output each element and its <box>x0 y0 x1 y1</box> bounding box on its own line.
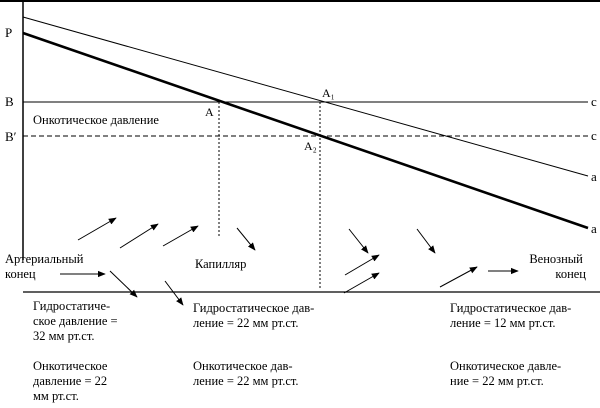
hydrostatic-line-upper <box>22 16 589 177</box>
line-end-label-c-lower: c <box>591 128 597 143</box>
point-label-a: A <box>205 105 214 119</box>
arterial-oncotic-text: Онкотическое давление = 22 мм рт.ст. <box>33 359 111 403</box>
arrow-in-4 <box>109 270 138 298</box>
arrow-out-2 <box>119 223 159 249</box>
capillary-oncotic-text: Онкотическое дав- ление = 22 мм рт.ст. <box>193 359 299 388</box>
capillary-label: Капилляр <box>195 257 246 271</box>
axis-label-b-prime: Bʹ <box>5 129 17 144</box>
venous-oncotic-text: Онкотическое давле- ние = 22 мм рт.ст. <box>450 359 564 388</box>
arrow-in-5 <box>164 280 184 306</box>
arterial-hydrostatic-text: Гидростатиче- ское давление = 32 мм рт.с… <box>33 299 121 343</box>
arrow-out-5 <box>343 272 380 294</box>
arrow-out-1 <box>77 217 117 241</box>
arrow-out-4 <box>344 254 380 276</box>
hydrostatic-line-lower <box>22 31 589 230</box>
line-end-label-a-lower: a <box>591 221 597 236</box>
axis-label-b: B <box>5 94 14 109</box>
venous-end-label: Венозный конец <box>529 252 586 281</box>
axis-label-p: P <box>5 25 12 40</box>
arrow-in-3 <box>416 228 436 254</box>
venous-hydrostatic-text: Гидростатическое дав- ление = 12 мм рт.с… <box>450 301 574 330</box>
line-end-label-c-upper: c <box>591 94 597 109</box>
line-end-label-a-upper: a <box>591 169 597 184</box>
arterial-end-label: Артериальный конец <box>5 252 87 281</box>
arrow-in-1 <box>236 227 256 251</box>
arrow-out-3 <box>162 225 199 247</box>
arrow-out-6 <box>439 266 478 288</box>
point-label-a2: A₂ <box>304 139 317 153</box>
oncotic-pressure-label: Онкотическое давление <box>33 113 159 127</box>
arrow-in-2 <box>348 228 369 254</box>
filtration-arrows <box>60 217 519 306</box>
point-label-a1: A₁ <box>322 86 335 100</box>
capillary-hydrostatic-text: Гидростатическое дав- ление = 22 мм рт.с… <box>193 301 317 330</box>
